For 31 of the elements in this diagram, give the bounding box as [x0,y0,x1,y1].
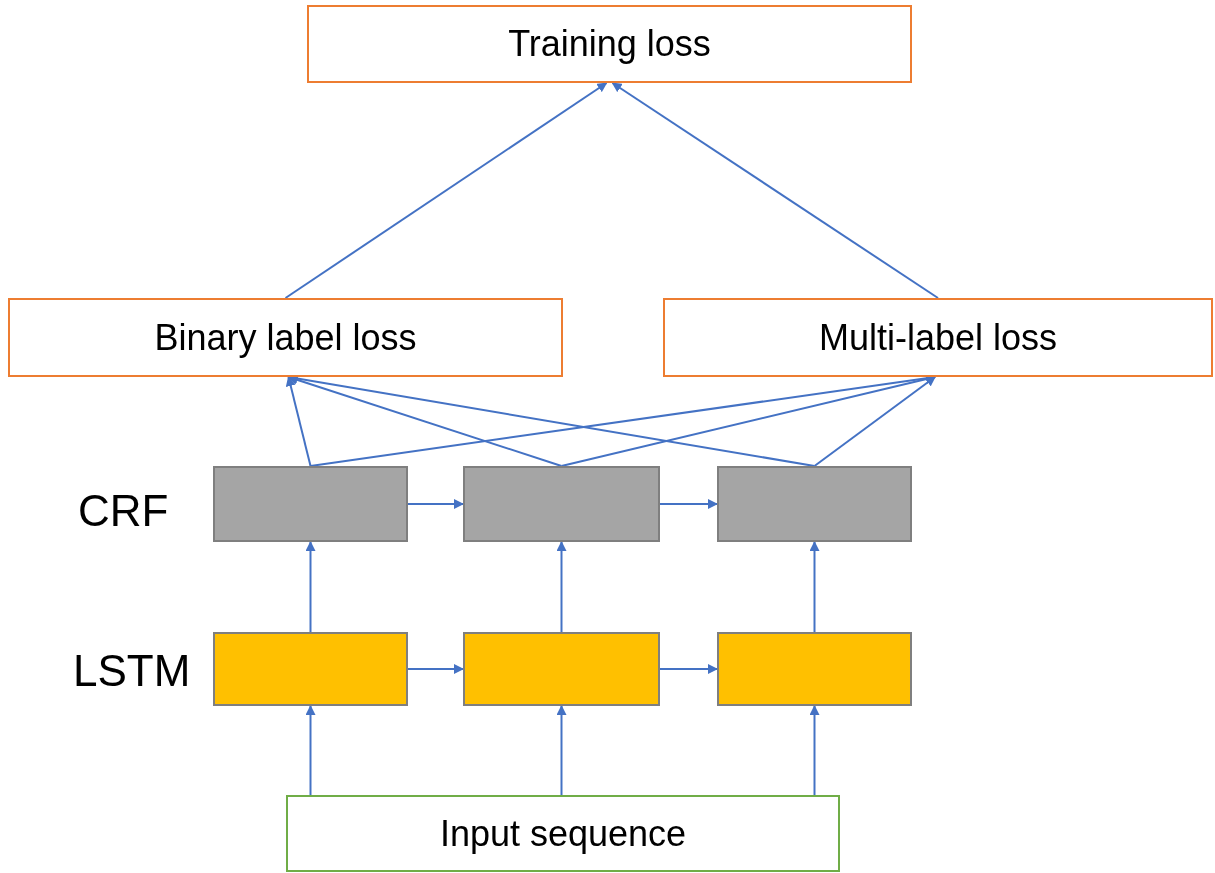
lstm-cell-box [213,632,408,706]
loss-box [663,298,1213,377]
row-label: LSTM [73,646,191,696]
arrow [407,499,464,509]
arrow [305,541,316,633]
row-label: CRF [78,486,169,536]
arrow [813,376,936,467]
arrow [809,541,820,633]
input-box [286,795,840,872]
arrow [287,375,563,467]
node-label: Input sequence [439,812,687,855]
node-label: Multi-label loss [818,316,1058,359]
arrow [659,664,718,674]
arrow [659,499,718,509]
crf-cell-box [463,466,660,542]
arrow [556,541,567,633]
lstm-cell-box [717,632,912,706]
arrow [809,705,820,796]
node-label: Binary label loss [154,316,417,359]
crf-cell-box [213,466,408,542]
lstm-cell-box [463,632,660,706]
loss-box [8,298,563,377]
arrow [556,705,567,796]
arrow [611,82,939,299]
arrow [407,664,464,674]
arrow [284,82,608,299]
arrow [305,705,316,796]
loss-box [307,5,912,83]
crf-cell-box [717,466,912,542]
arrow [285,376,312,467]
node-label: Training loss [508,23,711,65]
